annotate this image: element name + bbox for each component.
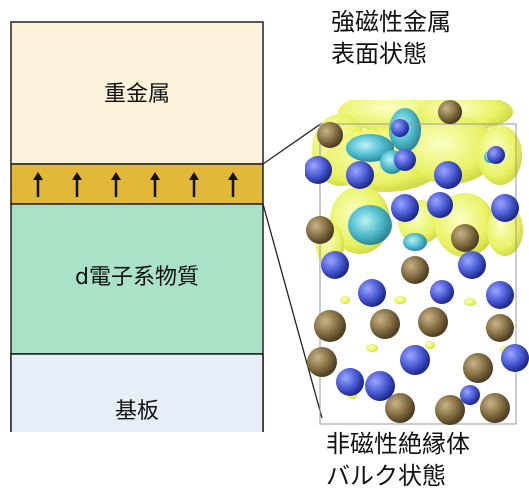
surface-label-line1: 強磁性金属 (331, 8, 451, 36)
bulk-state-label: 非磁性絶縁体 バルク状態 (326, 428, 470, 492)
spin-arrow (228, 172, 238, 197)
spin-arrow (150, 172, 160, 197)
spin-arrows (33, 172, 238, 197)
spin-arrow (111, 172, 121, 197)
zoom-line-top (262, 122, 323, 165)
spin-arrow (33, 172, 43, 197)
atomic-structure-image (305, 100, 529, 425)
substrate-label: 基板 (115, 399, 159, 424)
bulk-label-line2: バルク状態 (326, 462, 446, 490)
bulk-label-line1: 非磁性絶縁体 (326, 430, 470, 458)
unit-cell-outline (319, 123, 517, 425)
spin-arrow (189, 172, 199, 197)
atoms-brown (306, 100, 514, 425)
surface-label-line2: 表面状態 (331, 40, 427, 68)
d-electron-label: d電子系物質 (75, 265, 199, 290)
heavy-metal-layer (10, 21, 264, 165)
d-electron-layer (10, 203, 264, 355)
surface-state-label: 強磁性金属 表面状態 (331, 6, 451, 70)
zoom-line-bottom (262, 203, 323, 419)
layer-stack: 重金属 d電子系物質 基板 (10, 21, 264, 432)
heavy-metal-label: 重金属 (104, 82, 170, 107)
spin-arrow (72, 172, 82, 197)
atoms-blue (305, 119, 529, 405)
interface-layer (10, 163, 264, 205)
